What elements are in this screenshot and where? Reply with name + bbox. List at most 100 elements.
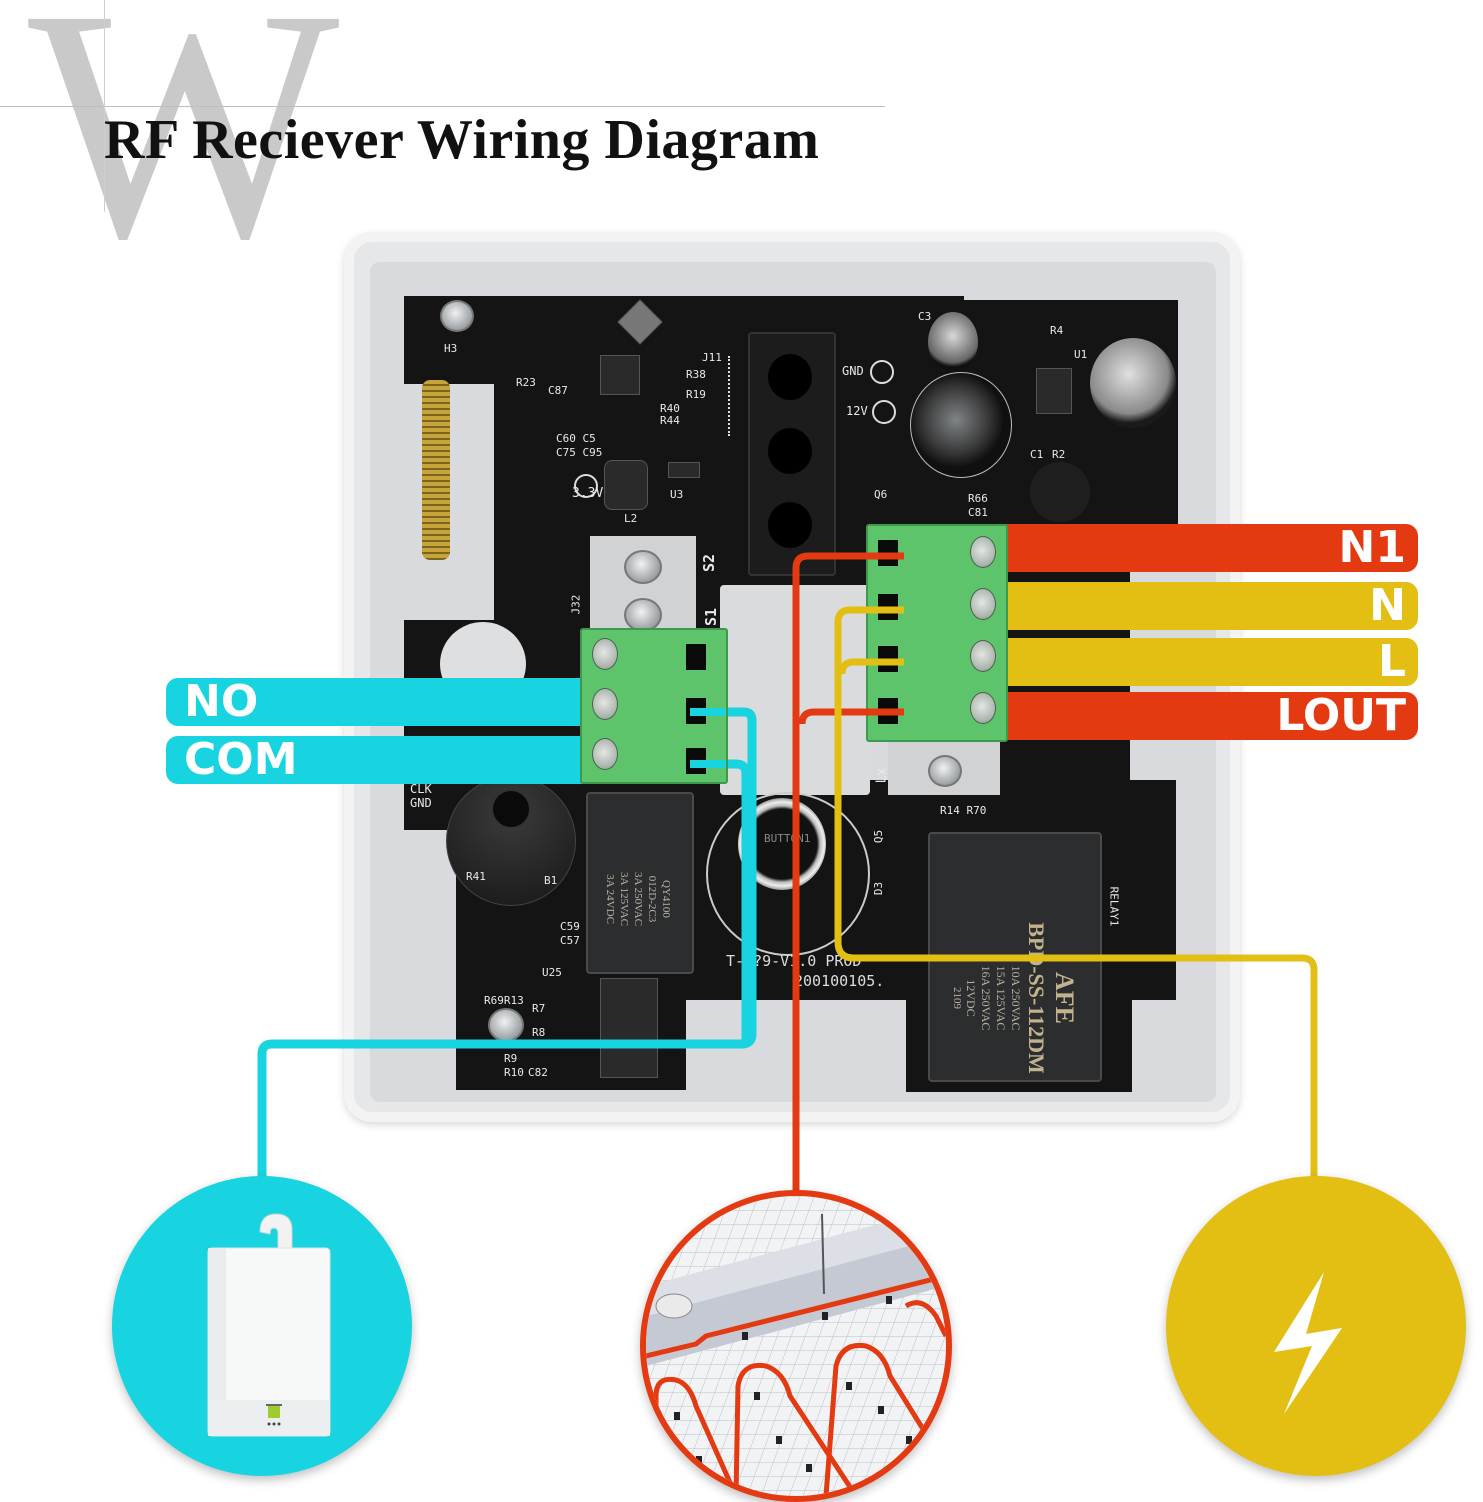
main-relay-rating: 15A 125VAC — [994, 965, 1008, 1031]
silk-clk: CLK — [410, 782, 432, 796]
boiler-icon — [207, 1213, 331, 1437]
silk-3v3: 3.3V — [572, 486, 604, 501]
page-title: RF Reciever Wiring Diagram — [104, 109, 820, 171]
silk-r7: R7 — [532, 1002, 546, 1015]
silk-c87: C87 — [548, 384, 568, 397]
pcb-cutout — [720, 585, 870, 795]
silk-board-id: T-R?9-V1.0 PROD — [726, 952, 862, 970]
silk-r40: R40 — [660, 402, 680, 415]
main-relay-code: 2109 — [951, 987, 963, 1009]
header-rule — [0, 106, 885, 107]
s1-screw — [624, 598, 662, 632]
terminal-slot — [686, 644, 706, 670]
terminal-screw-n[interactable] — [970, 588, 996, 620]
terminal-block-power[interactable] — [866, 524, 1008, 742]
wire-label-n: N — [1000, 582, 1418, 630]
silk-q6: Q6 — [874, 488, 888, 501]
silk-c81: C81 — [968, 506, 988, 519]
silk-r41: R41 — [466, 870, 486, 883]
main-relay-rating: 10A 250VAC — [1009, 965, 1023, 1031]
main-relay-brand: AFE — [1050, 972, 1079, 1024]
s2-screw — [624, 550, 662, 584]
silk-button: BUTTON1 — [764, 832, 811, 845]
silk-r23: R23 — [516, 376, 536, 389]
silk-c57: C57 — [560, 934, 580, 947]
signal-relay-line: 3A 250VAC — [632, 872, 644, 926]
silk-c1: C1 — [1030, 448, 1044, 461]
wire-label-l: L — [1000, 638, 1418, 686]
silk-s2: S2 — [700, 553, 719, 573]
silk-u25: U25 — [542, 966, 562, 979]
terminal-screw-com[interactable] — [592, 738, 618, 770]
silk-c3: C3 — [918, 310, 932, 323]
wire-label-com: COM — [166, 736, 598, 784]
signal-relay-brand: QY4100 — [660, 880, 672, 918]
terminal-screw-l[interactable] — [970, 640, 996, 672]
header-j11 — [728, 356, 740, 436]
silk-r4: R4 — [1050, 324, 1064, 337]
wire-label-no: NO — [166, 678, 598, 726]
terminal-slot-com — [686, 748, 706, 774]
terminal-screw[interactable] — [592, 638, 618, 670]
terminal-slot-lout — [878, 698, 898, 724]
silk-q5: Q5 — [872, 829, 886, 844]
device-power-supply — [1166, 1176, 1466, 1476]
terminal-screw-n1[interactable] — [970, 536, 996, 568]
silk-u3: U3 — [670, 488, 684, 501]
silk-c59: C59 — [560, 920, 580, 933]
signal-relay-line: 012D-2C3 — [646, 875, 658, 923]
silk-r14-r70: R14 R70 — [940, 804, 987, 817]
terminal-screw-no[interactable] — [592, 688, 618, 720]
signal-relay-line: 3A 24VDC — [604, 874, 616, 924]
rf-ic — [600, 355, 640, 395]
silk-r8: R8 — [532, 1026, 546, 1039]
12v-testpoint — [872, 400, 896, 424]
antenna-coil — [422, 380, 450, 560]
wire-label-lout: LOUT — [1000, 692, 1418, 740]
main-relay-rating: 16A 250VAC — [979, 965, 993, 1031]
silk-gnd2: GND — [410, 796, 432, 810]
terminal-screw-lout[interactable] — [970, 692, 996, 724]
main-relay-coil: 12VDC — [964, 979, 978, 1017]
floor-heating-icon — [646, 1196, 946, 1496]
ic-u25 — [600, 978, 658, 1078]
silk-lx: Lx — [874, 767, 890, 784]
gnd-testpoint — [870, 360, 894, 384]
silk-gnd: GND — [842, 364, 864, 378]
silk-c60-c5: C60 C5 — [556, 432, 596, 445]
foam-hole — [768, 428, 812, 474]
inductor-power — [910, 372, 1012, 478]
silk-12v: 12V — [846, 404, 868, 418]
3v3-testpoint — [574, 474, 598, 498]
silk-s1: S1 — [702, 607, 721, 627]
board-screw — [488, 1008, 524, 1042]
device-floor-heating — [640, 1190, 952, 1502]
signal-relay-line: 3A 125VAC — [618, 872, 630, 926]
main-relay-model: BPD-SS-112DM — [1024, 922, 1049, 1074]
silk-r38: R38 — [686, 368, 706, 381]
silk-d3: D3 — [872, 881, 886, 896]
terminal-slot-n1 — [878, 540, 898, 566]
silk-j32: J32 — [569, 594, 583, 615]
foam-block — [748, 332, 836, 576]
silk-relay1: RELAY1 — [1107, 886, 1121, 927]
silk-r19: R19 — [686, 388, 706, 401]
capacitor-c2 — [1090, 338, 1176, 428]
silk-board-date: 200100105. — [794, 972, 885, 990]
silk-j11: J11 — [702, 351, 722, 364]
lx-screw — [928, 755, 962, 787]
silk-r66: R66 — [968, 492, 988, 505]
silk-r10: R10 — [504, 1066, 524, 1079]
foam-hole — [768, 354, 812, 400]
buzzer-port — [491, 789, 531, 829]
silk-r9: R9 — [504, 1052, 518, 1065]
lightning-bolt-icon — [1274, 1272, 1342, 1414]
terminal-block-no-com[interactable] — [580, 628, 728, 784]
silk-c82: C82 — [528, 1066, 548, 1079]
component-d24 — [1030, 462, 1090, 522]
foam-hole — [768, 502, 812, 548]
antenna-screw — [440, 300, 474, 332]
silk-b1: B1 — [544, 874, 558, 887]
inductor-l2 — [604, 460, 648, 510]
ic-u1 — [1036, 368, 1072, 414]
